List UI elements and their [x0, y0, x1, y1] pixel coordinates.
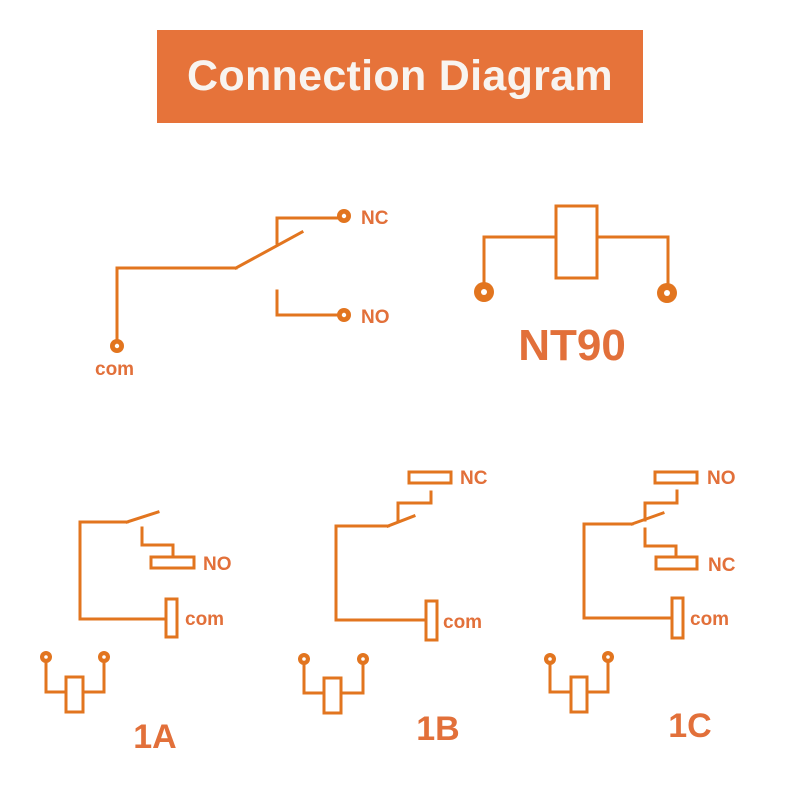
switch-blade	[233, 229, 305, 271]
nt90-coil-diagram: NT90	[474, 204, 677, 370]
nc-terminal-icon	[337, 209, 351, 223]
1c-com-contact-icon	[670, 596, 685, 640]
1c-main-wire	[582, 522, 674, 620]
coil-model-label: NT90	[518, 321, 626, 370]
1c-lower-contact-wire	[643, 527, 678, 559]
1c-switch-blade	[630, 511, 665, 526]
1c-coil-left-lead	[548, 660, 573, 694]
nc-wire	[275, 216, 340, 245]
1a-coil-left-terminal-icon	[40, 651, 52, 663]
coil-right-terminal-icon	[657, 283, 677, 303]
1b-coil-icon	[322, 676, 343, 715]
no-label: NO	[361, 307, 390, 328]
1b-com-contact-icon	[424, 599, 439, 642]
1c-com-label: com	[690, 609, 729, 630]
1c-nc-label: NC	[708, 555, 736, 576]
1c-no-contact-icon	[653, 470, 699, 485]
variant-1c-diagram: NO NC com 1C	[544, 468, 736, 745]
1b-coil-right-lead	[339, 660, 365, 695]
nc-label: NC	[361, 208, 389, 229]
1a-com-label: com	[185, 609, 224, 630]
coil-left-lead	[482, 235, 557, 288]
1c-coil-left-terminal-icon	[544, 653, 556, 665]
1a-title: 1A	[133, 718, 176, 756]
1a-switch-blade	[125, 510, 160, 524]
no-wire	[275, 289, 340, 317]
1a-no-label: NO	[203, 554, 232, 575]
1c-coil-right-lead	[585, 658, 610, 694]
1b-title: 1B	[416, 710, 459, 748]
1a-coil-left-lead	[44, 658, 68, 694]
no-terminal-icon	[337, 308, 351, 322]
1c-no-label: NO	[707, 468, 736, 489]
1a-contact-wire	[140, 526, 175, 558]
com-terminal-icon	[110, 339, 124, 353]
1b-coil-left-lead	[302, 660, 326, 695]
com-wire	[115, 266, 238, 342]
1a-coil-icon	[64, 675, 85, 714]
1a-coil-right-lead	[81, 658, 106, 694]
1c-nc-contact-icon	[654, 555, 699, 571]
main-switch-diagram: NC NO com	[95, 208, 390, 380]
1c-upper-contact-wire	[643, 489, 679, 522]
1b-nc-contact-icon	[407, 470, 453, 485]
coil-icon	[554, 204, 599, 280]
1a-main-wire	[78, 520, 168, 621]
variant-1a-diagram: NO com 1A	[40, 510, 232, 756]
page-title: Connection Diagram	[187, 52, 613, 100]
1b-coil-right-terminal-icon	[357, 653, 369, 665]
1c-title: 1C	[668, 707, 711, 745]
1a-coil-right-terminal-icon	[98, 651, 110, 663]
com-label: com	[95, 359, 134, 380]
1b-com-label: com	[443, 612, 482, 633]
1c-coil-icon	[569, 675, 589, 714]
1a-com-contact-icon	[164, 597, 179, 639]
coil-right-lead	[595, 235, 670, 288]
1b-contact-wire	[396, 490, 433, 523]
1a-no-contact-icon	[149, 555, 196, 570]
title-banner: Connection Diagram	[157, 30, 643, 123]
1b-nc-label: NC	[460, 468, 488, 489]
1b-main-wire	[334, 524, 428, 622]
coil-left-terminal-icon	[474, 282, 494, 302]
1b-coil-left-terminal-icon	[298, 653, 310, 665]
1b-switch-blade	[386, 514, 416, 528]
1c-coil-right-terminal-icon	[602, 651, 614, 663]
variant-1b-diagram: NC com 1B	[298, 468, 488, 748]
